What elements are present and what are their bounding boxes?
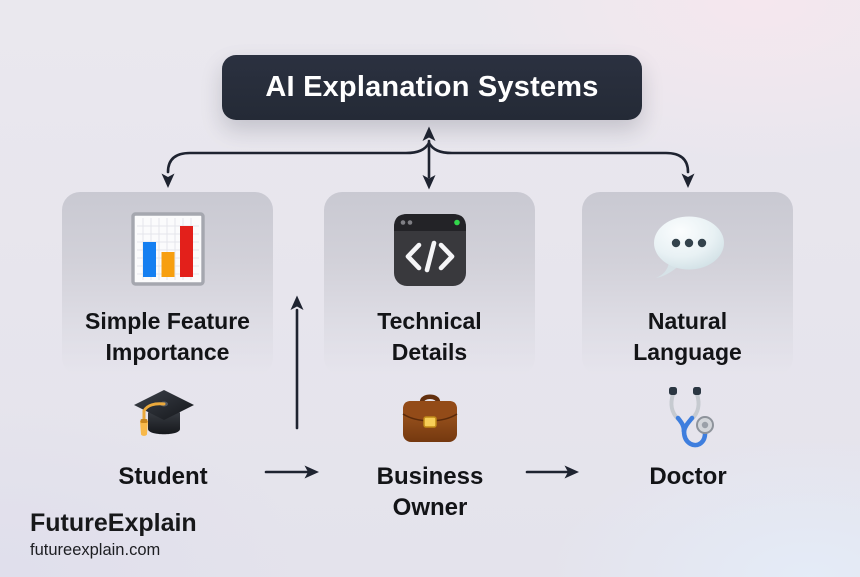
bar-chart-icon bbox=[130, 212, 205, 286]
left-branch-line bbox=[166, 141, 431, 174]
persona-label-student: Student bbox=[118, 463, 208, 490]
card-natural-language: Natural Language bbox=[582, 192, 793, 376]
stethoscope-icon bbox=[669, 387, 714, 448]
card-simple-feature-importance: Simple Feature Importance bbox=[62, 192, 273, 376]
down-arrowhead-right-card bbox=[681, 173, 695, 188]
page-title: AI Explanation Systems bbox=[265, 71, 599, 103]
branch-label-simple-feature-importance: Simple Feature Importance bbox=[85, 308, 250, 365]
up-arrowhead-title bbox=[422, 126, 436, 141]
speech-balloon-icon bbox=[653, 216, 724, 278]
brand-website: futureexplain.com bbox=[30, 541, 161, 559]
right-arrowhead-doctor bbox=[564, 465, 579, 479]
persona-label-doctor: Doctor bbox=[649, 463, 727, 490]
persona-label-business-owner: Business Owner bbox=[376, 463, 484, 521]
down-arrowhead-center-card bbox=[422, 175, 436, 190]
branch-label-natural-language: Natural Language bbox=[633, 308, 742, 365]
brand-name: FutureExplain bbox=[30, 509, 197, 537]
down-arrowhead-left-card bbox=[161, 173, 175, 188]
right-arrowhead-business bbox=[304, 465, 319, 479]
code-window-icon bbox=[393, 214, 466, 286]
right-branch-line bbox=[427, 141, 690, 174]
up-arrowhead-student bbox=[290, 295, 304, 310]
branch-label-technical-details: Technical Details bbox=[377, 308, 482, 365]
title-box: AI Explanation Systems bbox=[222, 55, 642, 120]
graduation-cap-icon bbox=[134, 390, 194, 436]
card-technical-details: Technical Details bbox=[324, 192, 535, 376]
briefcase-icon bbox=[402, 394, 458, 442]
